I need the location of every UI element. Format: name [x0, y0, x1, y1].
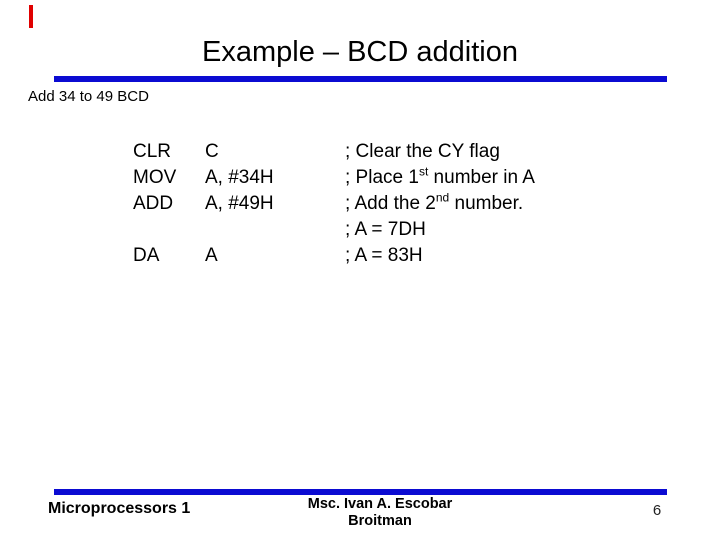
code-row: CLR C ; Clear the CY flag — [133, 139, 535, 165]
code-operand — [205, 217, 345, 243]
comment-text: ; A = 7DH — [345, 219, 426, 240]
code-comment: ; A = 83H — [345, 243, 423, 269]
code-mnemonic: CLR — [133, 141, 172, 162]
footer-author-line2: Broitman — [348, 513, 412, 529]
code-mnemonic: ADD — [133, 193, 174, 214]
comment-text: ; A = 83H — [345, 245, 423, 266]
code-mnemonic: DA — [133, 245, 160, 266]
code-operand: A, #34H — [205, 167, 274, 188]
footer-author-line1: Msc. Ivan A. Escobar — [307, 496, 453, 512]
footer-course-name: Microprocessors 1 — [48, 500, 191, 517]
red-accent-tick — [29, 5, 33, 28]
comment-text: number in A — [428, 167, 535, 188]
code-comment: ; Add the 2nd number. — [345, 191, 523, 217]
code-comment: ; Place 1st number in A — [345, 165, 535, 191]
code-row: ; A = 7DH — [133, 217, 535, 243]
comment-superscript: nd — [435, 190, 450, 205]
code-mnemonic — [133, 217, 205, 243]
comment-text: ; Place 1 — [345, 167, 419, 188]
comment-text: ; Clear the CY flag — [345, 141, 500, 162]
slide-subtitle: Add 34 to 49 BCD — [28, 88, 149, 105]
code-operand: C — [205, 141, 219, 162]
comment-text: number. — [449, 193, 524, 214]
comment-text: ; Add the 2 — [345, 193, 436, 214]
title-underline-rule — [54, 76, 667, 82]
code-row: ADD A, #49H ; Add the 2nd number. — [133, 191, 535, 217]
code-row: DA A ; A = 83H — [133, 243, 535, 269]
code-comment: ; Clear the CY flag — [345, 139, 500, 165]
assembly-code-block: CLR C ; Clear the CY flag MOV A, #34H ; … — [133, 139, 535, 269]
code-operand: A — [205, 245, 218, 266]
comment-superscript: st — [418, 164, 429, 179]
footer-rule — [54, 489, 667, 495]
code-row: MOV A, #34H ; Place 1st number in A — [133, 165, 535, 191]
code-operand: A, #49H — [205, 193, 274, 214]
footer-author: Msc. Ivan A. Escobar Broitman — [280, 496, 480, 530]
page-number: 6 — [652, 502, 662, 519]
code-mnemonic: MOV — [133, 167, 177, 188]
code-comment: ; A = 7DH — [345, 217, 426, 243]
slide-title: Example – BCD addition — [202, 36, 518, 68]
